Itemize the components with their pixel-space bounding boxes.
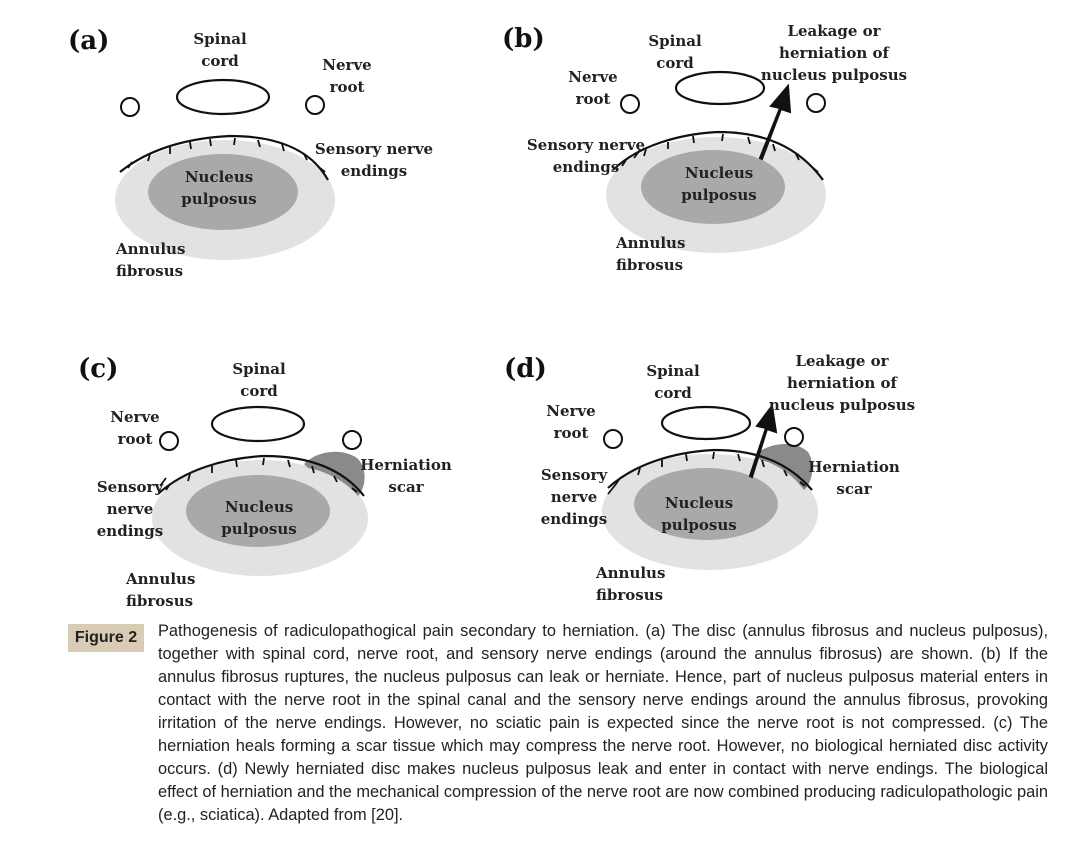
disc-diagram-d bbox=[602, 403, 818, 570]
sensory-nerve-endings bbox=[119, 134, 329, 181]
nerve-root-left bbox=[120, 97, 140, 117]
spinal-cord bbox=[674, 70, 766, 106]
label-nucleus-pulposus: Nucleus pulposus bbox=[661, 494, 737, 534]
figure-caption: Pathogenesis of radiculopathogical pain … bbox=[158, 622, 1048, 824]
nerve-root-left bbox=[603, 429, 623, 449]
label-spinal-cord: Spinal cord bbox=[648, 32, 702, 72]
herniation-arrow bbox=[758, 83, 792, 161]
sensory-pointer bbox=[159, 477, 167, 487]
disc-diagram-b bbox=[606, 70, 826, 253]
label-annulus-fibrosus: Annulus fibrosus bbox=[126, 570, 196, 610]
panel-d: (d) Spinal cord Nerve root Leakage or he… bbox=[498, 348, 918, 648]
sensory-pointer bbox=[607, 483, 617, 495]
nerve-ticks bbox=[127, 137, 326, 173]
label-spinal-cord: Spinal cord bbox=[232, 360, 286, 400]
panel-a: (a) Spinal cord Nerve root Sensory nerve… bbox=[60, 20, 480, 320]
nerve-ticks bbox=[621, 133, 819, 173]
label-leakage: Leakage or herniation of nucleus pulposu… bbox=[768, 352, 916, 414]
label-spinal-cord: Spinal cord bbox=[646, 362, 700, 402]
label-nucleus-pulposus: Nucleus pulposus bbox=[221, 498, 297, 538]
disc-diagram-a bbox=[115, 78, 335, 260]
label-herniation-scar: Herniation scar bbox=[808, 458, 900, 498]
label-sensory-nerve-endings: Sensory nerve endings bbox=[540, 466, 608, 528]
panel-c: (c) Spinal cord Nerve root Herniation sc… bbox=[72, 348, 492, 648]
nerve-root-right bbox=[305, 95, 325, 115]
label-annulus-fibrosus: Annulus fibrosus bbox=[596, 564, 666, 604]
label-sensory-nerve-endings: Sensory nerve endings bbox=[526, 136, 646, 176]
label-leakage: Leakage or herniation of nucleus pulposu… bbox=[760, 22, 908, 84]
label-nerve-root: Nerve root bbox=[546, 402, 596, 442]
nucleus-pulposus bbox=[148, 154, 298, 230]
nerve-root-left bbox=[620, 94, 640, 114]
nerve-root-right bbox=[806, 93, 826, 113]
panel-label: (c) bbox=[78, 354, 119, 384]
figure-badge: Figure 2 bbox=[68, 624, 144, 652]
disc-diagram-c bbox=[152, 405, 368, 576]
label-annulus-fibrosus: Annulus fibrosus bbox=[616, 234, 686, 274]
label-sensory-nerve-endings: Sensory nerve endings bbox=[314, 140, 434, 180]
spinal-cord bbox=[660, 405, 752, 441]
nerve-root-right bbox=[342, 430, 362, 450]
label-nucleus-pulposus: Nucleus pulposus bbox=[181, 168, 257, 208]
label-herniation-scar: Herniation scar bbox=[360, 456, 452, 496]
nerve-root-left bbox=[159, 431, 179, 451]
nucleus-pulposus bbox=[641, 150, 785, 224]
nucleus-pulposus bbox=[186, 475, 330, 547]
label-nerve-root: Nerve root bbox=[568, 68, 618, 108]
panel-label: (d) bbox=[504, 354, 547, 384]
spinal-cord bbox=[210, 405, 306, 443]
label-sensory-nerve-endings: Sensory nerve endings bbox=[96, 478, 164, 540]
panel-label: (a) bbox=[68, 26, 110, 56]
herniation-arrow bbox=[748, 403, 778, 479]
label-nerve-root: Nerve root bbox=[110, 408, 160, 448]
sensory-nerve-endings bbox=[607, 448, 813, 491]
label-annulus-fibrosus: Annulus fibrosus bbox=[116, 240, 186, 280]
spinal-cord bbox=[175, 78, 271, 116]
herniation-scar bbox=[304, 451, 365, 496]
sensory-nerve-endings bbox=[612, 130, 824, 181]
label-nucleus-pulposus: Nucleus pulposus bbox=[681, 164, 757, 204]
sensory-pointer bbox=[633, 149, 641, 159]
panel-b: (b) Spinal cord Nerve root Leakage or he… bbox=[498, 20, 918, 320]
nucleus-pulposus bbox=[634, 468, 778, 540]
panel-label: (b) bbox=[502, 24, 545, 54]
label-spinal-cord: Spinal cord bbox=[193, 30, 247, 70]
nerve-root-right bbox=[784, 427, 804, 447]
label-nerve-root: Nerve root bbox=[322, 56, 372, 96]
nerve-ticks bbox=[615, 451, 806, 487]
sensory-nerve-endings bbox=[157, 454, 365, 497]
nerve-ticks bbox=[165, 457, 358, 493]
